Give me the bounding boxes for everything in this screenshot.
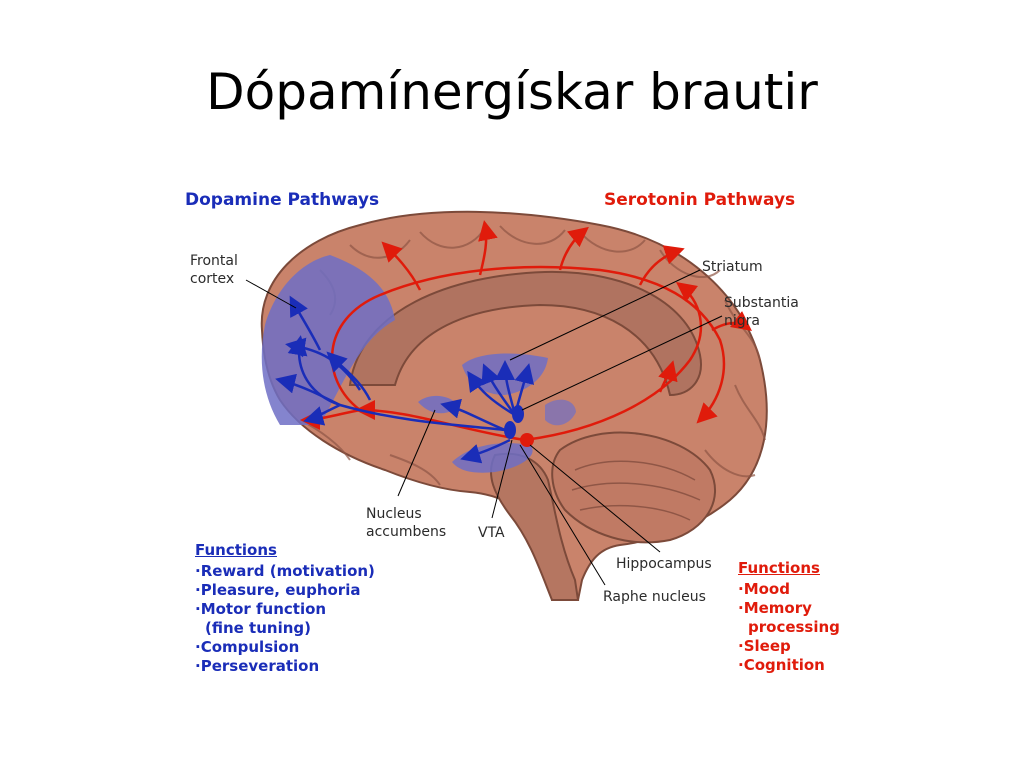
serotonin-pathways-header: Serotonin Pathways (604, 190, 796, 210)
list-item: (fine tuning) (205, 619, 311, 637)
label-vta: VTA (478, 525, 505, 541)
dopamine-functions: Functions ·Reward (motivation) ·Pleasure… (195, 541, 375, 676)
serotonin-functions: Functions ·Mood ·Memory processing ·Slee… (738, 559, 840, 675)
label-nucleus-accumbens: Nucleus accumbens (366, 506, 447, 540)
list-item: ·Pleasure, euphoria (195, 581, 361, 599)
list-item: ·Cognition (738, 656, 825, 674)
label-hippocampus: Hippocampus (616, 556, 712, 572)
slide-title: Dópamínergískar brautir (206, 63, 818, 121)
list-item: ·Perseveration (195, 657, 320, 675)
dopamine-pathways (275, 295, 535, 464)
dopamine-functions-list: ·Reward (motivation) ·Pleasure, euphoria… (195, 562, 375, 676)
list-item: ·Memory (738, 599, 812, 617)
list-item: processing (748, 618, 840, 636)
list-item: ·Mood (738, 580, 790, 598)
dopamine-functions-heading: Functions (195, 541, 277, 559)
cerebellum (551, 431, 716, 544)
label-frontal-cortex: Frontal cortex (190, 253, 238, 287)
brainstem (490, 452, 580, 601)
cerebellum-folia (571, 460, 701, 521)
raphe-nucleus-dot (520, 433, 534, 447)
label-striatum: Striatum (702, 259, 763, 275)
list-item: ·Motor function (195, 600, 327, 618)
serotonin-functions-heading: Functions (738, 559, 820, 577)
hippocampus-region (545, 399, 576, 426)
dopamine-pathways-header: Dopamine Pathways (185, 190, 380, 210)
label-substantia-nigra: Substantia nigra (724, 295, 799, 329)
list-item: ·Sleep (738, 637, 791, 655)
vta-nucleus (504, 421, 516, 439)
corpus-callosum (348, 270, 702, 397)
list-item: ·Reward (motivation) (195, 562, 375, 580)
leader-lines (245, 269, 723, 586)
label-raphe-nucleus: Raphe nucleus (603, 589, 706, 605)
serotonin-functions-list: ·Mood ·Memory processing ·Sleep ·Cogniti… (738, 580, 840, 675)
substantia-nigra-nucleus (512, 405, 524, 423)
serotonin-pathways (300, 220, 753, 442)
list-item: ·Compulsion (195, 638, 300, 656)
